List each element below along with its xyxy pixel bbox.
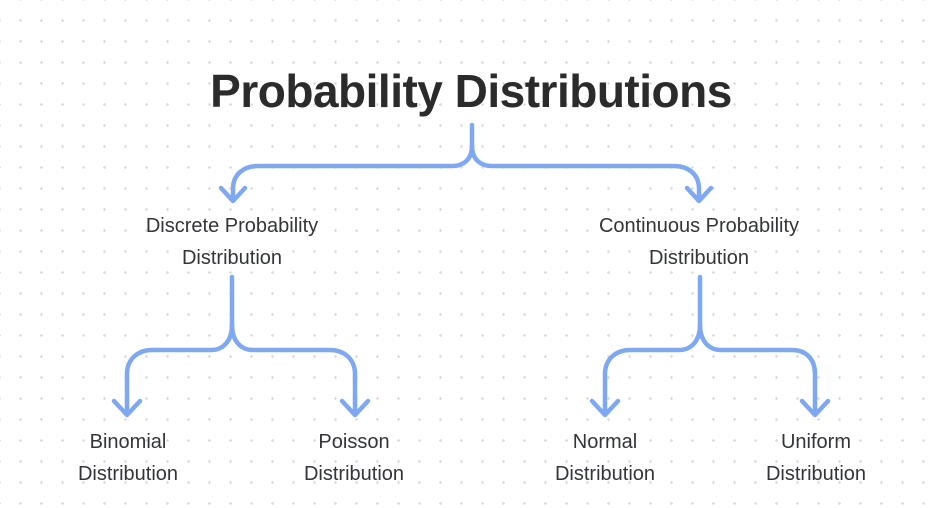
arrow-continuous-to-normal [589, 322, 703, 418]
node-binomial-line1: Binomial [89, 431, 167, 453]
arrow-root-to-continuous [469, 143, 714, 204]
node-poisson-line2: Distribution [303, 463, 405, 485]
node-discrete: Discrete Probability Distribution [146, 210, 318, 274]
node-normal-line2: Distribution [554, 463, 656, 485]
diagram-title: Probability Distributions [210, 65, 732, 117]
node-binomial: Binomial Distribution [78, 426, 178, 490]
node-normal: Normal Distribution [555, 426, 655, 490]
arrow-root-to-discrete [218, 143, 475, 204]
node-uniform-line1: Uniform [780, 431, 852, 453]
arrow-continuous-to-uniform [697, 322, 831, 418]
node-binomial-line2: Distribution [77, 463, 179, 485]
node-poisson: Poisson Distribution [304, 426, 404, 490]
node-discrete-line2: Distribution [181, 247, 283, 269]
node-continuous-line1: Continuous Probability [598, 215, 800, 237]
node-continuous-line2: Distribution [648, 247, 750, 269]
node-normal-line1: Normal [572, 431, 638, 453]
node-discrete-line1: Discrete Probability [145, 215, 319, 237]
node-uniform-line2: Distribution [765, 463, 867, 485]
node-uniform: Uniform Distribution [766, 426, 866, 490]
node-continuous: Continuous Probability Distribution [599, 210, 799, 274]
connector-group [111, 122, 831, 418]
arrow-discrete-to-poisson [229, 322, 371, 418]
node-poisson-line1: Poisson [318, 431, 390, 453]
arrow-discrete-to-binomial [111, 322, 235, 418]
